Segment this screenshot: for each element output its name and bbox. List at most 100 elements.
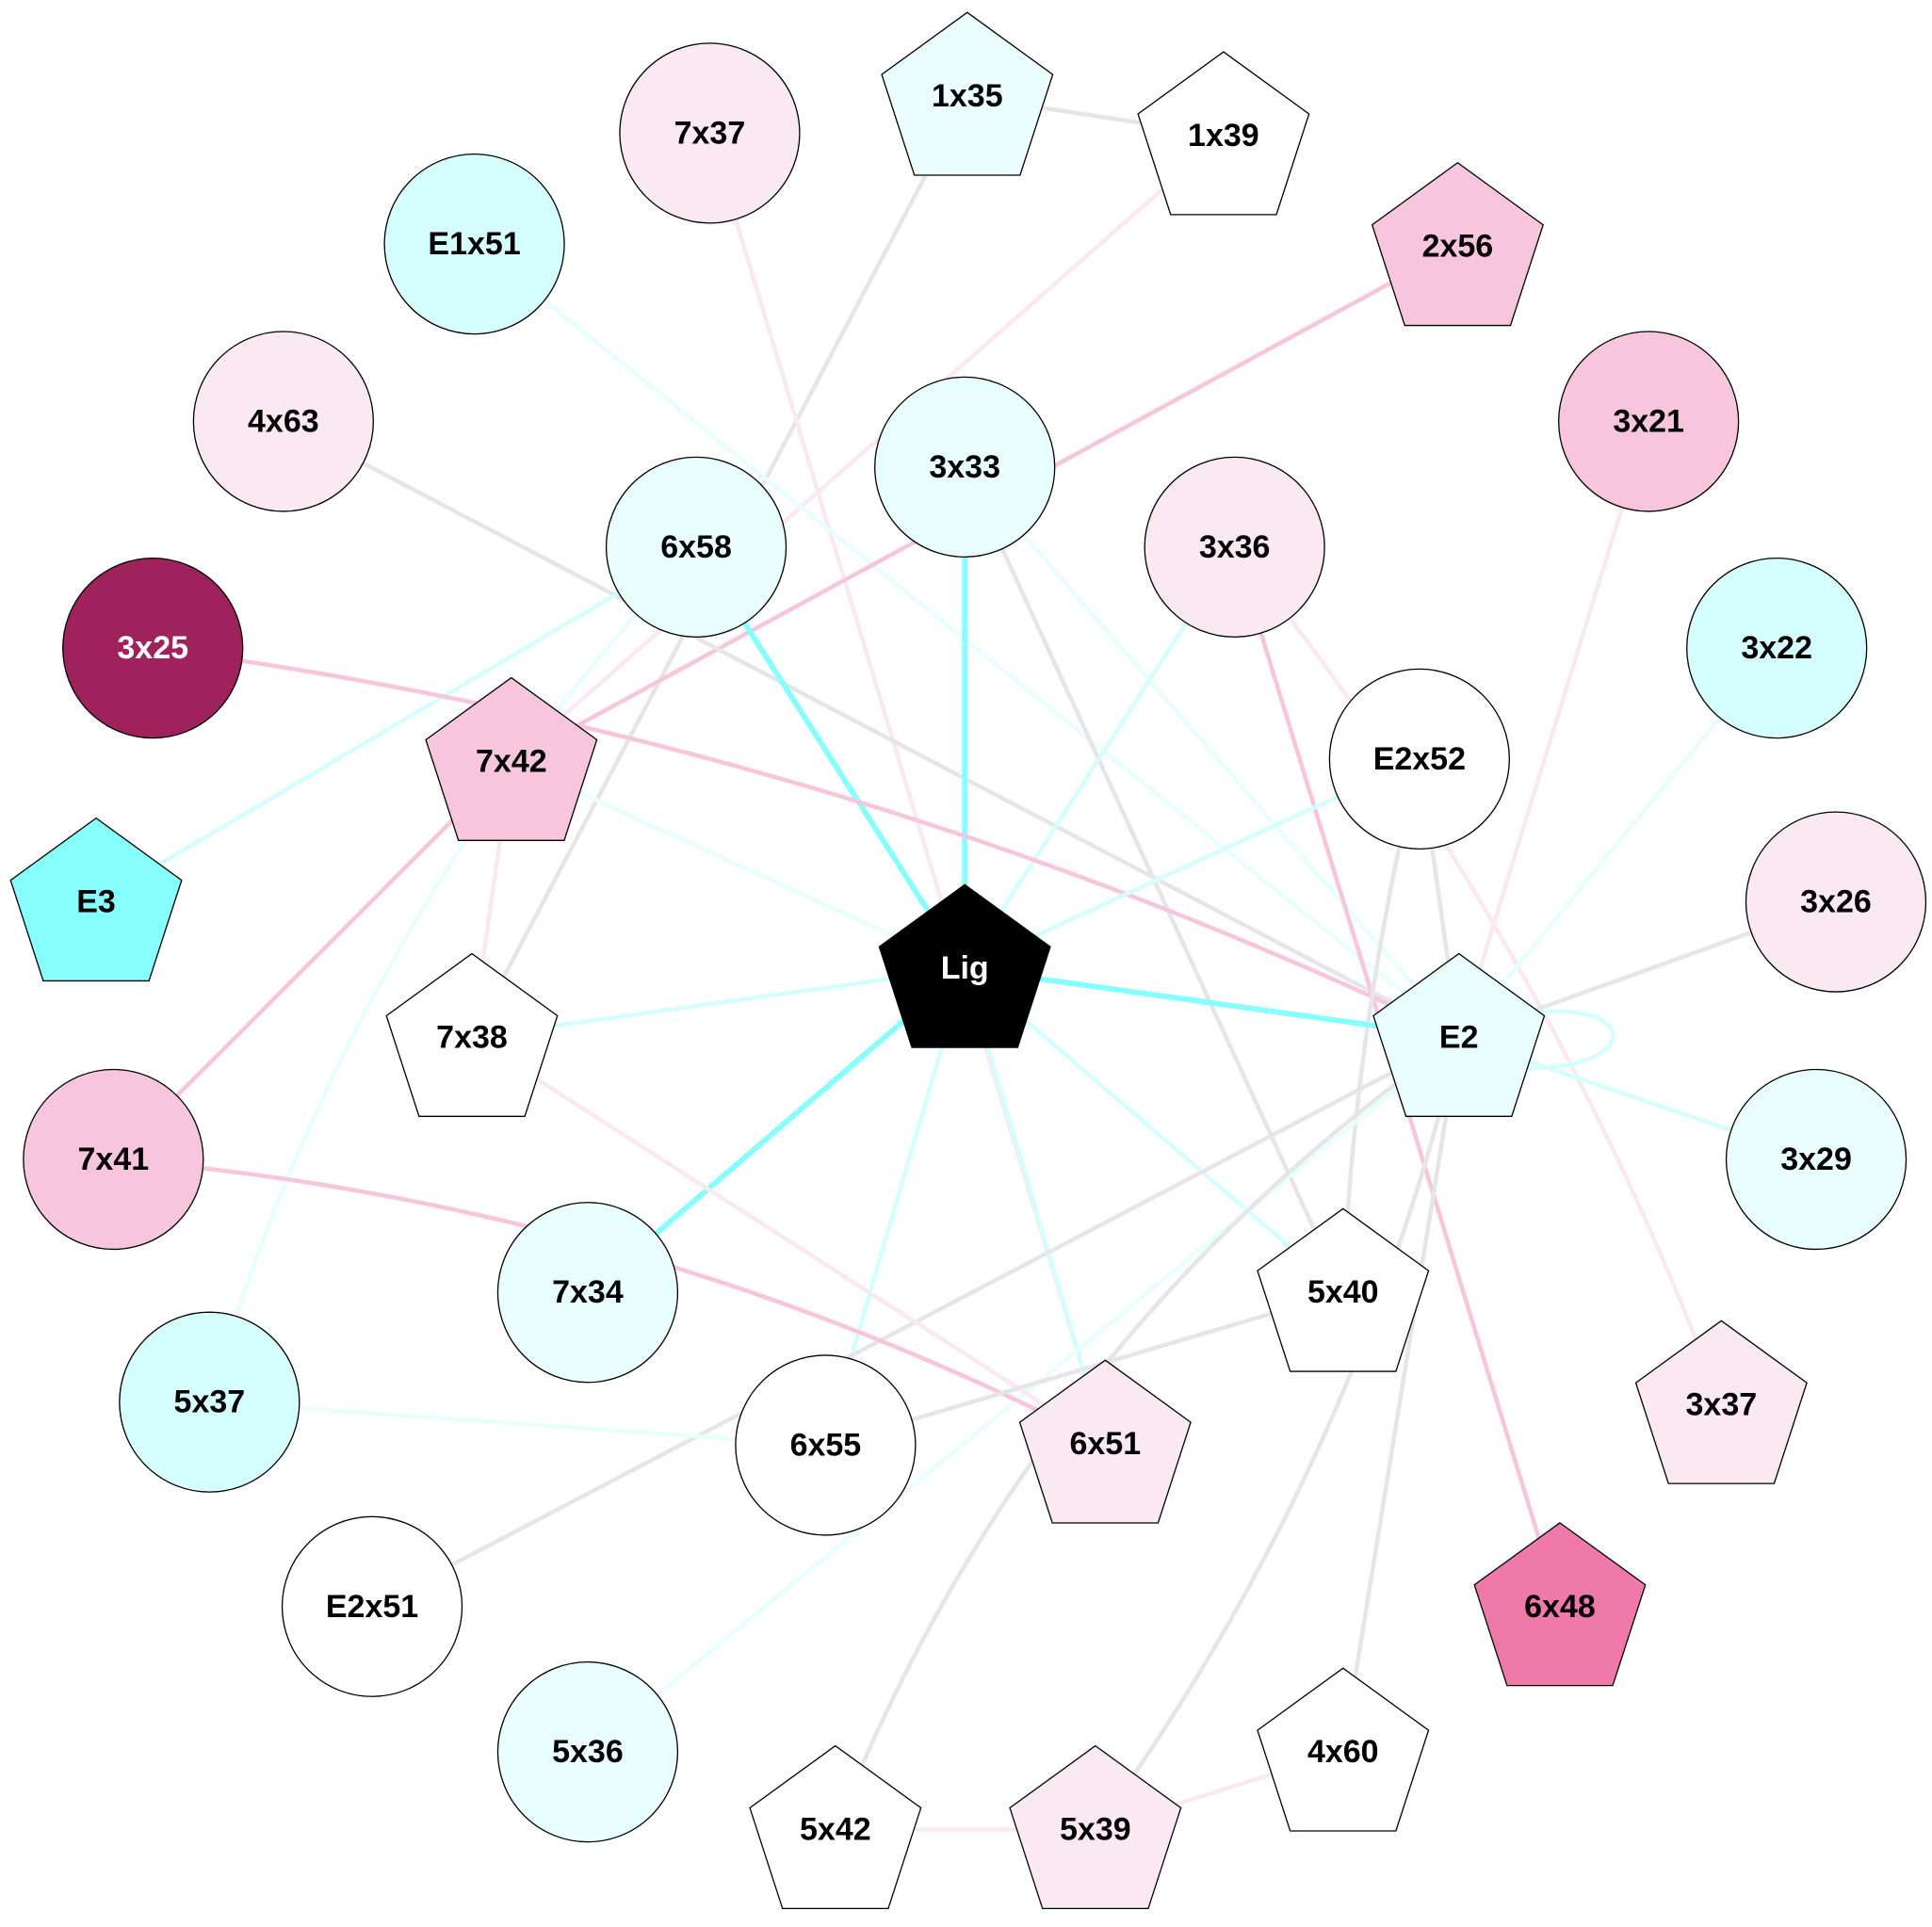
node-pentagon-shape [425,676,598,841]
node-7x38[interactable]: 7x38 [385,952,559,1117]
node-circle-shape [735,1354,917,1536]
node-7x34[interactable]: 7x34 [496,1202,679,1384]
node-label: 3x25 [117,630,188,666]
node-pentagon-shape [1372,952,1546,1117]
node-label: 3x21 [1613,403,1684,439]
node-circle-shape [383,153,565,335]
node-label: 3x37 [1686,1386,1758,1422]
node-label: E2x51 [326,1589,418,1625]
node-circle-shape [874,376,1056,559]
node-3x36[interactable]: 3x36 [1144,456,1325,639]
node-label: 5x37 [174,1385,246,1420]
node-3x22[interactable]: 3x22 [1686,558,1868,739]
node-circle-shape [1144,456,1325,639]
node-E3[interactable]: E3 [9,817,183,982]
node-label: E1x51 [428,226,520,262]
node-pentagon-shape [9,817,183,982]
node-label: 5x39 [1060,1812,1131,1848]
node-circle-shape [192,331,374,512]
node-E2x51[interactable]: E2x51 [281,1515,463,1697]
node-label: 3x26 [1800,884,1872,920]
node-E1x51[interactable]: E1x51 [383,153,565,335]
node-pentagon-shape [1371,161,1544,327]
node-circle-shape [605,456,787,639]
edge-6x58-5x37 [207,545,698,1403]
edge-6x58-E3 [94,544,698,904]
node-label: 1x35 [932,78,1003,114]
node-Lig[interactable]: Lig [878,883,1051,1048]
edge-3x36-3x37 [1232,545,1724,1406]
edge-7x38-6x51 [470,1035,1107,1447]
node-label: 7x42 [476,743,547,779]
node-pentagon-shape [749,1744,922,1910]
node-label: 7x41 [78,1142,150,1177]
node-circle-shape [1328,668,1510,850]
node-6x48[interactable]: 6x48 [1473,1522,1647,1687]
node-3x33[interactable]: 3x33 [874,376,1056,559]
node-pentagon-shape [1473,1522,1647,1687]
node-pentagon-shape [1137,51,1310,216]
node-E2x52[interactable]: E2x52 [1328,668,1510,850]
node-label: 5x42 [800,1812,871,1848]
edge-4x63-E2 [282,419,1460,1040]
node-1x39[interactable]: 1x39 [1137,51,1310,216]
node-5x36[interactable]: 5x36 [496,1661,679,1843]
node-pentagon-shape [1018,1359,1192,1524]
edge-5x37-6x55 [209,1400,826,1448]
edge-3x33-E2 [963,465,1461,1039]
node-1x35[interactable]: 1x35 [881,11,1054,176]
node-pentagon-shape [1634,1320,1808,1484]
node-6x51[interactable]: 6x51 [1018,1359,1192,1524]
node-3x29[interactable]: 3x29 [1725,1068,1908,1251]
node-label: 2x56 [1422,229,1494,265]
node-5x40[interactable]: 5x40 [1257,1207,1430,1372]
node-2x56[interactable]: 2x56 [1371,161,1544,327]
edge-E2-5x39 [1093,1036,1461,1831]
node-7x41[interactable]: 7x41 [23,1068,204,1251]
node-label: Lig [941,950,989,986]
node-3x26[interactable]: 3x26 [1745,811,1927,993]
node-pentagon-shape [881,11,1054,176]
edge-3x21-E2 [1456,420,1651,1039]
node-label: 6x58 [660,529,732,565]
node-label: 5x36 [552,1734,624,1770]
node-circle-shape [62,558,244,739]
node-label: 7x34 [552,1274,624,1310]
node-label: 6x51 [1069,1426,1141,1462]
node-label: 6x48 [1524,1589,1596,1625]
node-pentagon-shape [1009,1744,1182,1910]
node-3x21[interactable]: 3x21 [1558,331,1740,512]
node-pentagon-shape [1257,1667,1430,1832]
node-label: 4x60 [1307,1734,1379,1770]
node-label: 7x37 [674,115,746,151]
node-5x39[interactable]: 5x39 [1009,1744,1182,1910]
node-6x55[interactable]: 6x55 [735,1354,917,1536]
node-label: 7x38 [436,1019,508,1055]
node-label: 3x36 [1199,529,1271,565]
node-5x37[interactable]: 5x37 [119,1311,300,1493]
node-5x42[interactable]: 5x42 [749,1744,922,1910]
node-4x63[interactable]: 4x63 [192,331,374,512]
node-3x25[interactable]: 3x25 [62,558,244,739]
edge-1x39-7x42 [510,134,1226,764]
edge-3x25-E2 [152,645,1460,1040]
node-6x58[interactable]: 6x58 [605,456,787,639]
node-E2[interactable]: E2 [1372,952,1546,1117]
node-circle-shape [1745,811,1927,993]
node-label: E2x52 [1373,741,1466,777]
node-circle-shape [619,42,801,224]
node-label: 5x40 [1307,1274,1379,1310]
node-7x37[interactable]: 7x37 [619,42,801,224]
node-circle-shape [496,1202,679,1384]
node-3x37[interactable]: 3x37 [1634,1320,1808,1484]
node-label: 3x29 [1780,1142,1852,1177]
node-4x60[interactable]: 4x60 [1257,1667,1430,1832]
edge-E2-5x36 [586,1035,1461,1754]
node-circle-shape [1725,1068,1908,1251]
edge-E2-4x60 [1340,1037,1461,1753]
node-7x42[interactable]: 7x42 [425,676,598,841]
node-label: 1x39 [1188,118,1259,154]
edge-E2-E2 [1507,1009,1615,1071]
node-label: E2 [1439,1019,1479,1055]
